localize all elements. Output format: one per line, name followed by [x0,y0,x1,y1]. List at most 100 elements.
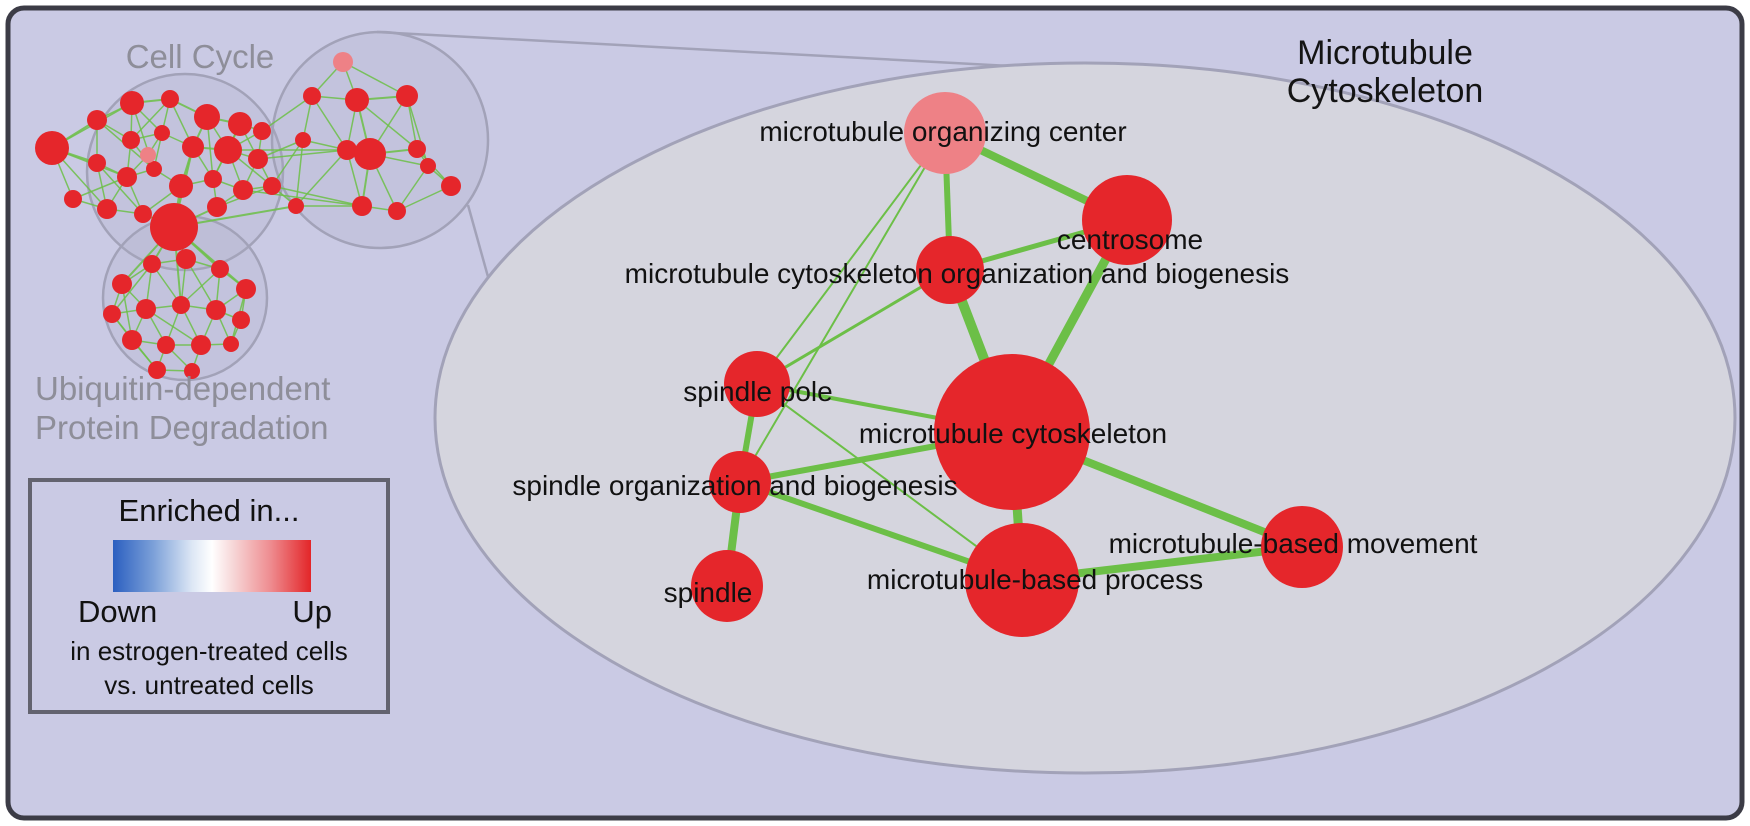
cell-cycle-label: Cell Cycle [126,38,275,75]
overview-node [122,330,142,350]
overview-node [295,132,311,148]
network-node-mcob [916,236,984,304]
overview-node [345,88,369,112]
node-label-mbp: microtubule-based process [867,564,1203,595]
overview-edge [271,139,304,187]
node-label-mt_cyto: microtubule cytoskeleton [859,418,1167,449]
network-node-spindle_pole [724,351,790,417]
overview-node [396,85,418,107]
overview-node [143,255,161,273]
overview-node [288,198,304,214]
overview-node [103,305,121,323]
overview-node [223,336,239,352]
overview-node [146,161,162,177]
overview-edge [356,99,418,150]
node-label-spindle_pole: spindle pole [683,376,832,407]
legend-box [28,478,390,714]
overview-node [441,176,461,196]
legend-gradient-bar [113,540,311,592]
network-node-mt_cyto [934,354,1090,510]
legend-caption-line2: vs. untreated cells [104,670,314,700]
overview-node [157,336,175,354]
overview-node [97,199,117,219]
overview-node [388,202,406,220]
main-title-line2: Cytoskeleton [1287,72,1484,110]
overview-node [333,52,353,72]
overview-node [134,205,152,223]
overview-node [87,110,107,130]
legend-title: Enriched in... [119,493,300,528]
overview-edge [295,139,304,207]
overview-node [191,335,211,355]
overview-node [122,131,140,149]
overview-node [35,131,69,165]
node-label-mbm: microtubule-based movement [1109,528,1478,559]
overview-node [117,167,137,187]
overview-node [88,154,106,172]
ubiquitin-label-line2: Protein Degradation [35,409,329,446]
ubiquitin-label-line1: Ubiquitin-dependent [35,370,330,407]
overview-node [64,190,82,208]
overview-node [182,136,204,158]
overview-edge [271,185,363,207]
detail-edge-moc-sob [739,132,946,483]
network-node-mbp [965,523,1079,637]
overview-node [337,140,357,160]
overview-node [204,170,222,188]
overview-node [148,361,166,379]
overview-node [211,260,229,278]
overview-node [169,174,193,198]
overview-node [248,149,268,169]
overview-edge [406,95,429,167]
overview-edge [311,95,348,151]
network-node-centrosome [1082,175,1172,265]
overview-edge [295,149,348,207]
legend-caption-line1: in estrogen-treated cells [70,636,347,666]
detail-edge-moc-spindle_pole [756,132,946,385]
overview-node [233,180,253,200]
detail-edge-mcob-spindle_pole [756,268,951,386]
overview-edge [342,61,408,97]
overview-node [263,177,281,195]
overview-node [172,296,190,314]
overview-node [420,158,436,174]
network-node-spindle [691,550,763,622]
overview-node [253,122,271,140]
network-node-sob [709,451,771,513]
overview-node [352,196,372,216]
overview-node [136,299,156,319]
main-title-line1: Microtubule [1297,34,1473,72]
overview-edge [111,263,153,315]
overview-node [120,91,144,115]
network-node-mbm [1261,506,1343,588]
node-label-spindle: spindle [664,577,753,608]
overview-edge [261,95,313,132]
magnifier-line-top [376,30,1011,68]
node-label-centrosome: centrosome [1057,224,1203,255]
overview-edge [130,98,171,141]
overview-node [207,197,227,217]
overview-node [232,311,250,329]
node-label-sob: spindle organization and biogenesis [512,470,957,501]
legend-down-label: Down [78,594,157,629]
overview-edge [257,149,348,160]
overview-nodes [35,52,461,379]
overview-node [303,87,321,105]
network-node-moc [904,92,986,174]
overview-edge [396,165,429,212]
overview-node [228,112,252,136]
overview-node [176,249,196,269]
legend: Enriched in... Down Up in estrogen-treat… [28,478,390,714]
overview-node [161,90,179,108]
overview-node [112,274,132,294]
overview-node [214,136,242,164]
node-label-moc: microtubule organizing center [759,116,1126,147]
overview-node [140,147,156,163]
overview-node [206,300,226,320]
overview-node [354,138,386,170]
overview-node [236,279,256,299]
node-label-mcob: microtubule cytoskeleton organization an… [625,258,1290,289]
detail-nodes [691,92,1343,637]
